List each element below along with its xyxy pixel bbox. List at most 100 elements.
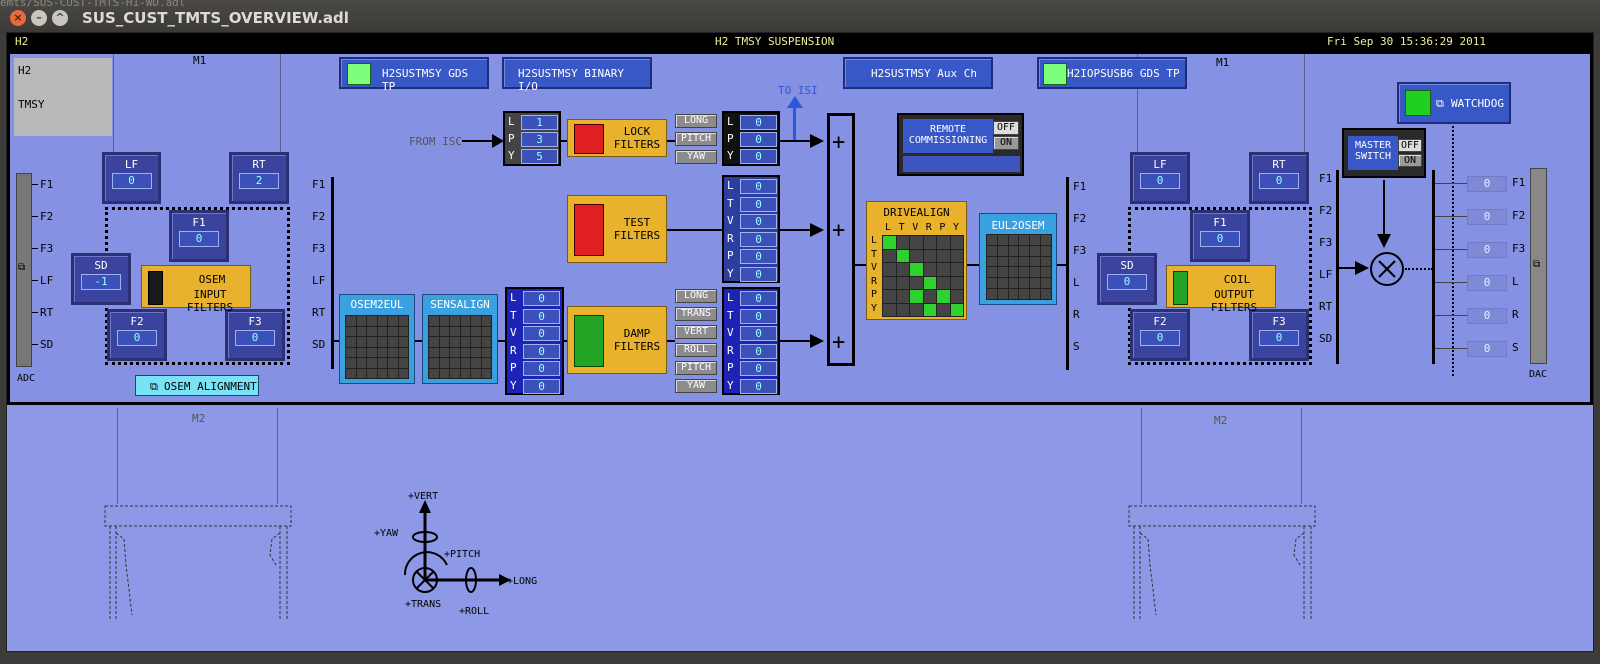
matrix-cell[interactable] [950, 263, 963, 276]
matrix-cell[interactable] [883, 263, 896, 276]
coil-output-filters[interactable]: COIL OUTPUT FILTERS [1166, 265, 1276, 314]
watchdog-button[interactable]: ⧉ WATCHDOG [1397, 82, 1511, 124]
master-off-button[interactable]: OFF [1398, 139, 1422, 152]
matrix-cell[interactable] [997, 245, 1008, 256]
matrix-cell[interactable] [460, 326, 470, 336]
matrix-cell[interactable] [937, 303, 950, 316]
matrix-cell[interactable] [923, 303, 936, 316]
osem-input-filters[interactable]: OSEM INPUT FILTERS [141, 265, 251, 314]
maximize-icon[interactable]: ^ [52, 10, 68, 26]
matrix-cell[interactable] [1019, 256, 1030, 267]
matrix-cell[interactable] [346, 337, 356, 347]
matrix-cell[interactable] [937, 263, 950, 276]
matrix-cell[interactable] [997, 267, 1008, 278]
matrix-cell[interactable] [388, 316, 398, 326]
matrix-cell[interactable] [460, 368, 470, 378]
matrix-cell[interactable] [439, 358, 449, 368]
matrix-cell[interactable] [460, 347, 470, 357]
matrix-cell[interactable] [1041, 256, 1051, 267]
damp-trans-button[interactable]: TRANS [675, 307, 717, 321]
matrix-cell[interactable] [398, 347, 408, 357]
matrix-cell[interactable] [883, 303, 896, 316]
matrix-cell[interactable] [377, 368, 387, 378]
matrix-cell[interactable] [429, 337, 439, 347]
matrix-cell[interactable] [450, 337, 460, 347]
matrix-cell[interactable] [1019, 289, 1030, 299]
matrix-cell[interactable] [1041, 245, 1051, 256]
matrix-cell[interactable] [388, 368, 398, 378]
matrix-cell[interactable] [1041, 289, 1051, 299]
matrix-cell[interactable] [923, 276, 936, 289]
matrix-cell[interactable] [439, 368, 449, 378]
matrix-cell[interactable] [471, 326, 481, 336]
matrix-cell[interactable] [450, 316, 460, 326]
matrix-cell[interactable] [1008, 289, 1019, 299]
matrix-cell[interactable] [346, 326, 356, 336]
minimize-icon[interactable]: – [31, 10, 47, 26]
matrix-cell[interactable] [398, 316, 408, 326]
matrix-cell[interactable] [439, 326, 449, 336]
matrix-cell[interactable] [1008, 256, 1019, 267]
matrix-cell[interactable] [367, 347, 377, 357]
matrix-cell[interactable] [950, 276, 963, 289]
matrix-cell[interactable] [377, 316, 387, 326]
matrix-cell[interactable] [429, 358, 439, 368]
matrix-cell[interactable] [481, 316, 491, 326]
matrix-cell[interactable] [356, 326, 366, 336]
matrix-cell[interactable] [1030, 289, 1041, 299]
matrix-cell[interactable] [896, 303, 909, 316]
matrix-cell[interactable] [923, 263, 936, 276]
matrix-cell[interactable] [883, 249, 896, 262]
matrix-cell[interactable] [937, 276, 950, 289]
matrix-cell[interactable] [987, 235, 997, 245]
matrix-cell[interactable] [367, 368, 377, 378]
matrix-cell[interactable] [950, 249, 963, 262]
matrix-cell[interactable] [910, 290, 923, 303]
matrix-cell[interactable] [367, 316, 377, 326]
damp-long-button[interactable]: LONG [675, 289, 717, 303]
matrix-cell[interactable] [997, 289, 1008, 299]
matrix-cell[interactable] [883, 236, 896, 249]
sensalign-matrix[interactable]: SENSALIGN [422, 294, 498, 384]
matrix-cell[interactable] [471, 368, 481, 378]
matrix-cell[interactable] [388, 347, 398, 357]
matrix-cell[interactable] [950, 303, 963, 316]
dac-block[interactable]: ⧉ [1530, 168, 1547, 364]
matrix-cell[interactable] [910, 303, 923, 316]
matrix-cell[interactable] [346, 347, 356, 357]
matrix-cell[interactable] [460, 337, 470, 347]
master-on-button[interactable]: ON [1398, 154, 1422, 167]
matrix-cell[interactable] [471, 358, 481, 368]
matrix-cell[interactable] [896, 263, 909, 276]
osem-sd-left[interactable]: SD-1 [71, 253, 131, 305]
matrix-cell[interactable] [910, 276, 923, 289]
matrix-cell[interactable] [429, 326, 439, 336]
matrix-cell[interactable] [398, 337, 408, 347]
matrix-cell[interactable] [346, 316, 356, 326]
damp-vert-button[interactable]: VERT [675, 325, 717, 339]
matrix-cell[interactable] [937, 290, 950, 303]
matrix-cell[interactable] [937, 236, 950, 249]
matrix-cell[interactable] [377, 326, 387, 336]
matrix-cell[interactable] [481, 347, 491, 357]
gds-tp-button[interactable]: H2SUSTMSY GDS TP [339, 57, 489, 93]
test-filters[interactable]: TEST FILTERS [567, 195, 667, 263]
matrix-cell[interactable] [346, 358, 356, 368]
matrix-cell[interactable] [950, 236, 963, 249]
matrix-cell[interactable] [398, 326, 408, 336]
matrix-cell[interactable] [987, 256, 997, 267]
matrix-cell[interactable] [377, 347, 387, 357]
matrix-cell[interactable] [398, 358, 408, 368]
matrix-cell[interactable] [1008, 278, 1019, 289]
matrix-cell[interactable] [398, 368, 408, 378]
matrix-cell[interactable] [439, 316, 449, 326]
matrix-cell[interactable] [1019, 278, 1030, 289]
matrix-cell[interactable] [923, 249, 936, 262]
